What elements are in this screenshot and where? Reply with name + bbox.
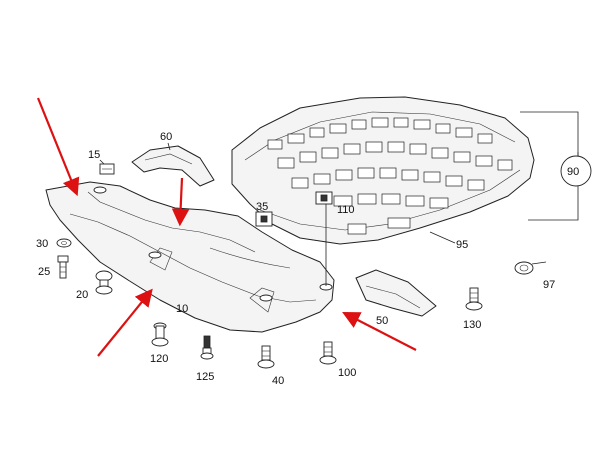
callout-circle-90 bbox=[560, 155, 592, 187]
label-25: 25 bbox=[38, 266, 50, 278]
bolt-25 bbox=[57, 255, 69, 279]
nut-97 bbox=[514, 261, 547, 275]
bolt-130 bbox=[465, 287, 483, 311]
bolt-100 bbox=[319, 341, 337, 365]
bracket-50 bbox=[355, 269, 437, 317]
label-130: 130 bbox=[463, 319, 481, 331]
label-110: 110 bbox=[337, 204, 355, 216]
label-35: 35 bbox=[256, 201, 268, 213]
bracket-60 bbox=[131, 145, 215, 187]
label-50: 50 bbox=[376, 315, 388, 327]
arrow-left-top bbox=[36, 97, 80, 197]
screw-20 bbox=[95, 270, 113, 295]
bolt-40 bbox=[257, 345, 275, 369]
label-125: 125 bbox=[196, 371, 214, 383]
label-97: 97 bbox=[543, 279, 555, 291]
label-20: 20 bbox=[76, 289, 88, 301]
clip-15 bbox=[99, 163, 115, 175]
undertray-ribs bbox=[267, 117, 513, 235]
label-95: 95 bbox=[456, 239, 468, 251]
label-40: 40 bbox=[272, 375, 284, 387]
red-arrows bbox=[36, 97, 417, 357]
clip-35 bbox=[255, 211, 273, 227]
label-100: 100 bbox=[338, 367, 356, 379]
front-undertray-10 bbox=[45, 181, 335, 333]
arrow-right-bottom bbox=[342, 311, 417, 351]
clip-110 bbox=[315, 191, 333, 205]
arrow-center-top bbox=[171, 177, 190, 227]
label-15: 15 bbox=[88, 149, 100, 161]
bolt-120 bbox=[151, 322, 169, 347]
label-10: 10 bbox=[176, 303, 188, 315]
label-30: 30 bbox=[36, 238, 48, 250]
rear-undertray-95 bbox=[231, 96, 535, 245]
arrow-left-bottom bbox=[97, 288, 153, 357]
label-90: 90 bbox=[567, 166, 579, 178]
label-60: 60 bbox=[160, 131, 172, 143]
washer-30 bbox=[56, 238, 72, 248]
stud-125 bbox=[200, 335, 214, 360]
label-120: 120 bbox=[150, 353, 168, 365]
